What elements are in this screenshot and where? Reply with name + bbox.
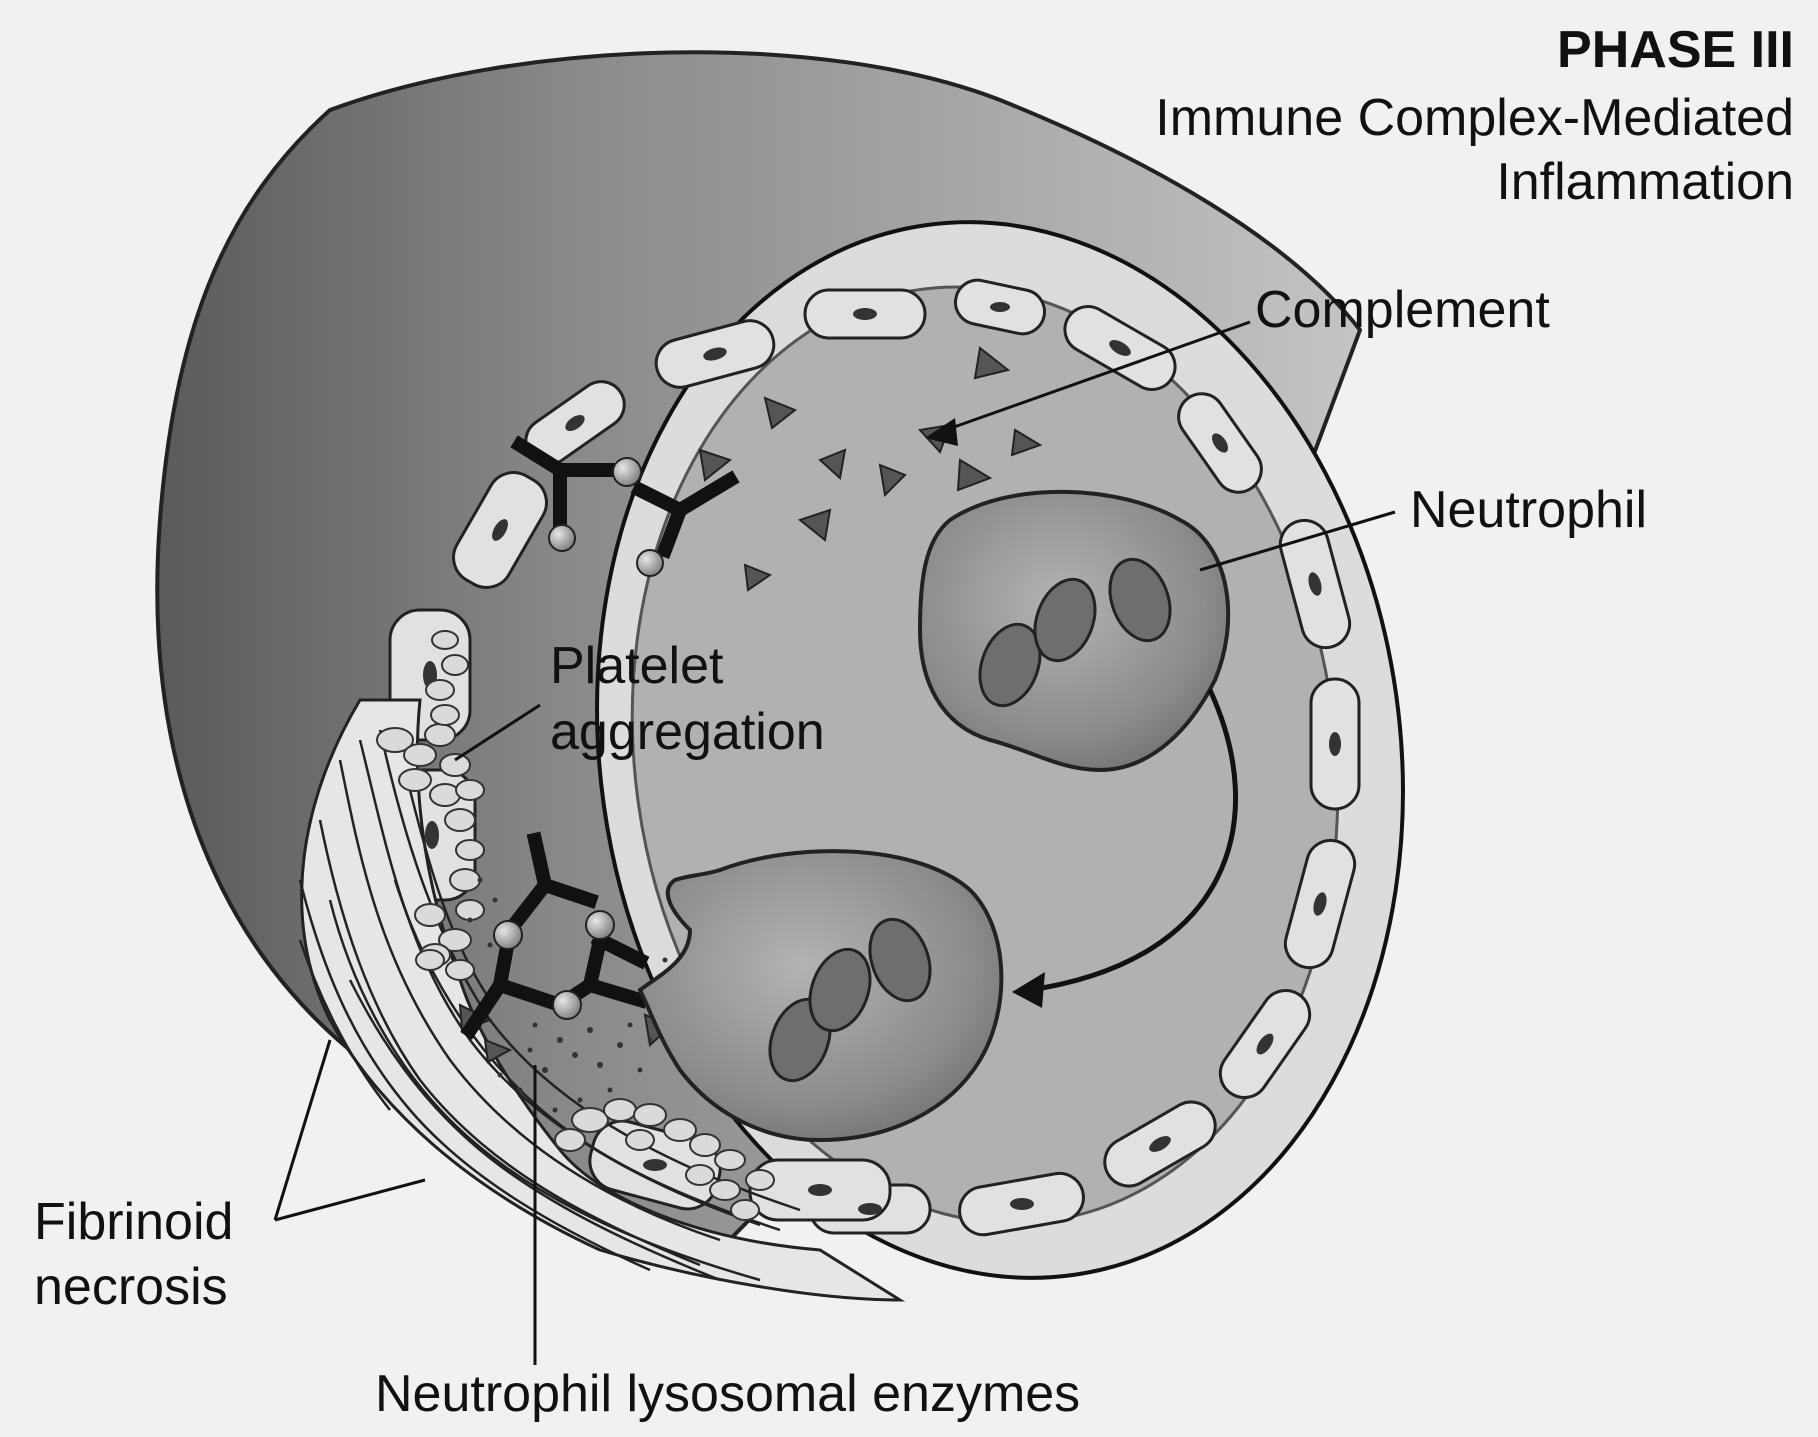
enzymes-label: Neutrophil lysosomal enzymes — [375, 1362, 1080, 1426]
platelet-label-line1: Platelet — [550, 634, 723, 698]
fibrinoid-label-line2: necrosis — [34, 1255, 228, 1319]
complement-label: Complement — [1255, 278, 1550, 342]
phase-title: PHASE III — [1234, 18, 1794, 82]
neutrophil-label: Neutrophil — [1410, 478, 1647, 542]
phase-subtitle-line2: Inflammation — [1034, 150, 1794, 214]
phase-subtitle-line1: Immune Complex-Mediated — [1034, 86, 1794, 150]
fibrinoid-label-line1: Fibrinoid — [34, 1190, 233, 1254]
platelet-label-line2: aggregation — [550, 700, 825, 764]
